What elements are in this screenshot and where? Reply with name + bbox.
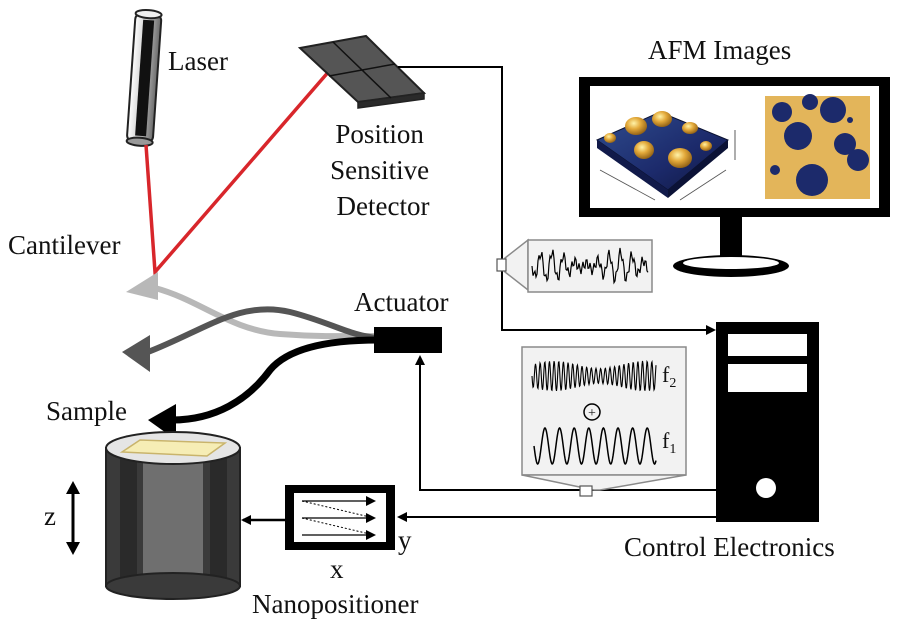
- f1-waveform: [533, 427, 657, 465]
- psd-signal-wire: [398, 66, 716, 335]
- z-axis-label: z: [44, 501, 56, 531]
- f1-subscript: 1: [669, 442, 676, 457]
- y-axis-label: y: [398, 525, 412, 555]
- sample-stage: [105, 431, 241, 600]
- actuator: [374, 327, 442, 353]
- cantilever-label: Cantilever: [8, 230, 120, 260]
- afm-images-label: AFM Images: [648, 35, 791, 65]
- nanopositioner: [285, 485, 395, 550]
- control-electronics-tower: [716, 322, 819, 522]
- sample-label: Sample: [46, 396, 127, 426]
- afm-3d-topography-image: [595, 111, 736, 201]
- f2-label: f2: [662, 362, 676, 391]
- psd-label: Position Sensitive Detector: [330, 119, 436, 221]
- f2-subscript: 2: [669, 376, 676, 391]
- sample: [119, 439, 228, 457]
- control-electronics-label: Control Electronics: [624, 532, 835, 562]
- laser-beam: [144, 60, 339, 277]
- excitation-signal-panel: + f2 f1: [521, 346, 687, 497]
- cantilever-mid: [122, 306, 379, 372]
- f1-letter: f: [662, 428, 670, 453]
- position-sensitive-detector: [297, 34, 427, 109]
- psd-label-line3: Detector: [337, 191, 430, 221]
- laser: [125, 8, 163, 147]
- psd-label-line1: Position: [335, 119, 424, 149]
- actuator-label: Actuator: [354, 287, 448, 317]
- x-axis-label: x: [330, 554, 344, 584]
- f1-label: f1: [662, 428, 676, 457]
- cantilever-dark: [148, 336, 379, 440]
- z-axis-arrow: [66, 481, 80, 555]
- signal-sum-symbol: [583, 403, 601, 421]
- psd-label-line2: Sensitive: [330, 155, 429, 185]
- deflection-signal-panel: [496, 238, 653, 293]
- signal-sum-plus: +: [588, 406, 596, 421]
- control-to-actuator-wire: [415, 355, 716, 491]
- laser-label: Laser: [168, 46, 228, 76]
- nanopositioner-label: Nanopositioner: [252, 589, 418, 619]
- f2-letter: f: [662, 362, 670, 387]
- afm-2d-height-image: [765, 94, 870, 199]
- cantilever-light: [126, 272, 379, 340]
- f2-waveform: [531, 359, 657, 392]
- deflection-signal-waveform: [531, 247, 649, 285]
